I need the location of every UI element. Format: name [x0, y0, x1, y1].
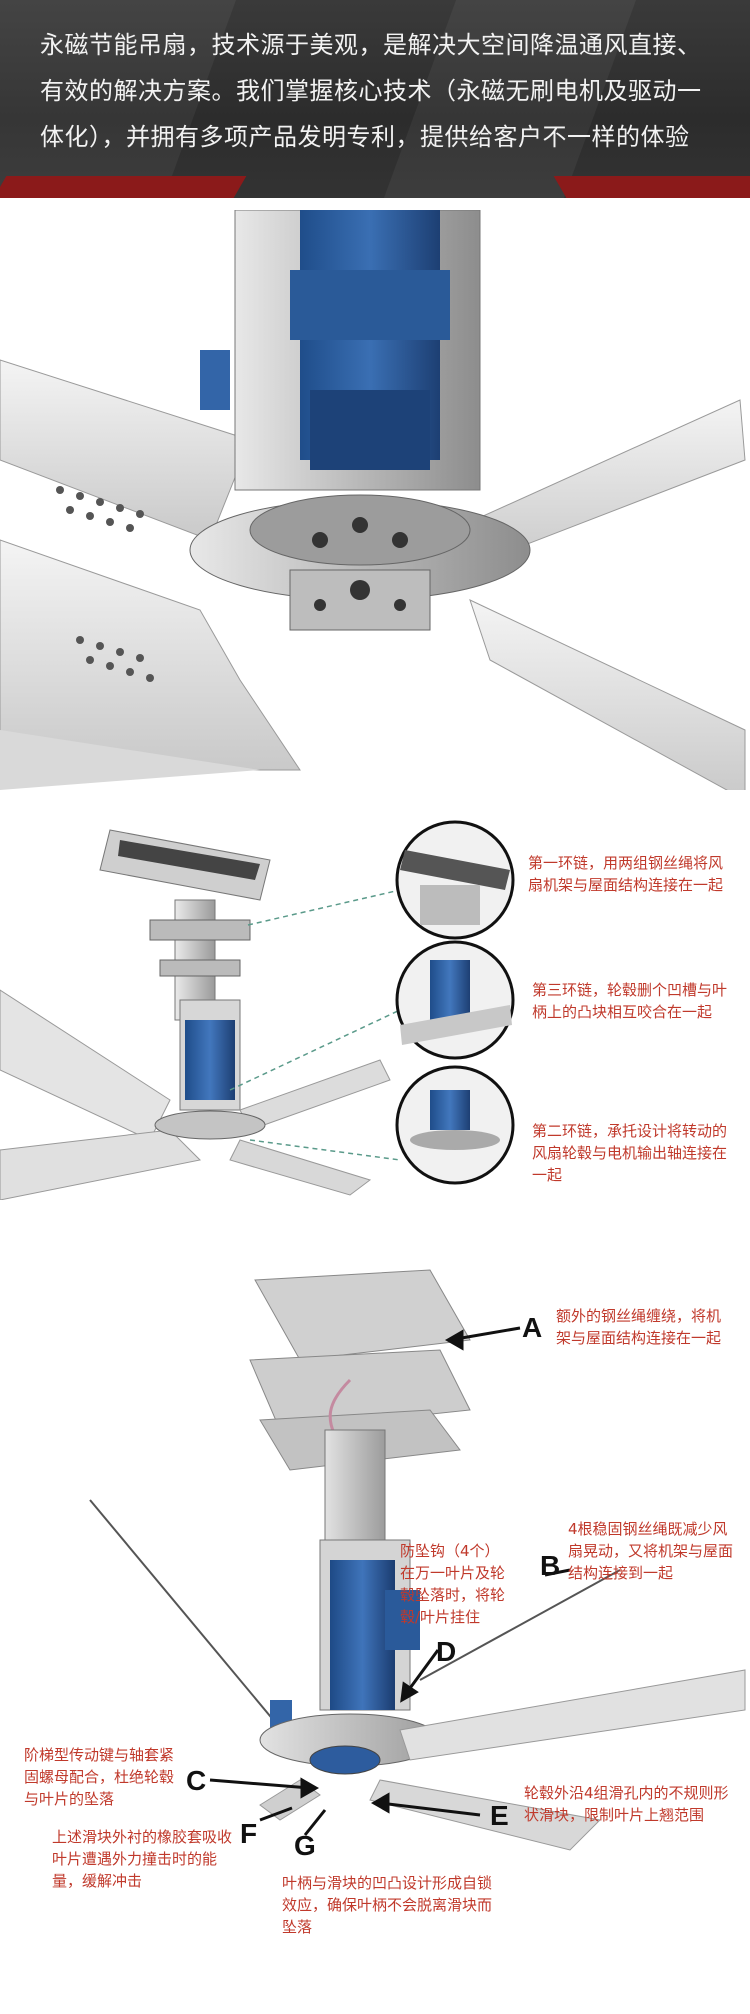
intro-line-3: 体化），并拥有多项产品发明专利，提供给客户不一样的体验: [40, 123, 690, 151]
callout-e: 轮毂外沿4组滑孔内的不规则形状滑块，限制叶片上翘范围: [524, 1784, 729, 1824]
callout-d: 防坠钩（4个）在万一叶片及轮毂坠落时，将轮毂/叶片挂住: [400, 1542, 506, 1626]
callout-chain-1: 第一环链，用两组钢丝绳将风扇机架与屋面结构连接在一起: [528, 854, 724, 894]
intro-line-2: 有效的解决方案。我们掌握核心技术（永磁无刷电机及驱动一: [40, 77, 702, 105]
callout-b: 4根稳固钢丝绳既减少风扇晃动，又将机架与屋面结构连接到一起: [568, 1520, 734, 1582]
label-e: E: [490, 1800, 509, 1831]
safety-features-diagram: [0, 1260, 750, 2014]
banner-red-accent: [0, 176, 247, 198]
label-b: B: [540, 1550, 561, 1581]
fan-hub-closeup-image: [0, 210, 750, 790]
callout-a: 额外的钢丝绳缠绕，将机架与屋面结构连接在一起: [556, 1307, 722, 1347]
callout-c: 阶梯型传动键与轴套紧固螺母配合，杜绝轮毂与叶片的坠落: [24, 1746, 175, 1808]
banner-red-accent: [553, 176, 750, 198]
label-c: C: [186, 1765, 207, 1796]
label-g: G: [294, 1830, 316, 1861]
callout-chain-2: 第二环链，承托设计将转动的风扇轮毂与电机输出轴连接在一起: [532, 1122, 728, 1184]
intro-line-1: 永磁节能吊扇，技术源于美观，是解决大空间降温通风直接、: [40, 31, 702, 59]
label-a: A: [522, 1312, 543, 1343]
callout-g: 叶柄与滑块的凹凸设计形成自锁效应，确保叶柄不会脱离滑块而坠落: [282, 1874, 493, 1936]
intro-text: 永磁节能吊扇，技术源于美观，是解决大空间降温通风直接、 有效的解决方案。我们掌握…: [40, 22, 720, 160]
intro-banner: 永磁节能吊扇，技术源于美观，是解决大空间降温通风直接、 有效的解决方案。我们掌握…: [0, 0, 750, 198]
callout-chain-3: 第三环链，轮毂删个凹槽与叶柄上的凸块相互咬合在一起: [532, 981, 728, 1021]
label-f: F: [240, 1818, 258, 1849]
label-d: D: [436, 1636, 457, 1667]
three-chain-links-diagram: [0, 800, 750, 1200]
callout-f: 上述滑块外衬的橡胶套吸收叶片遭遇外力撞击时的能量，缓解冲击: [52, 1828, 233, 1890]
